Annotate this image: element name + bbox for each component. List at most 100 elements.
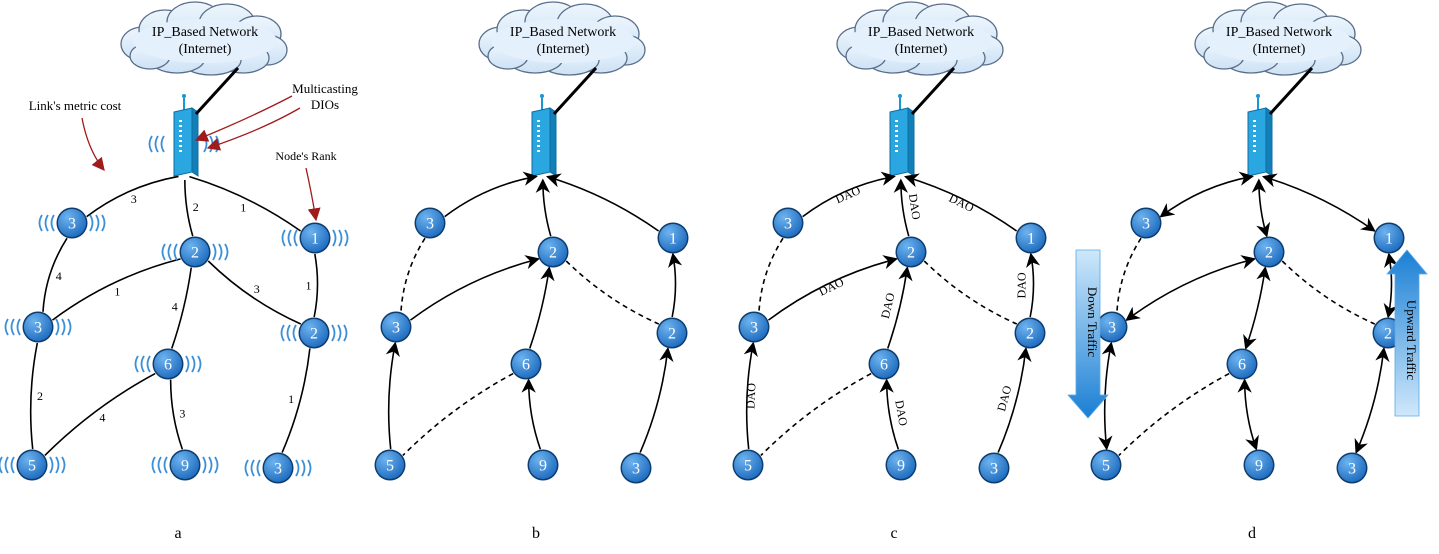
link-n2_mid-n3_bot-d bbox=[1354, 347, 1390, 454]
router-icon-a bbox=[148, 94, 220, 177]
annotation-arrow-node-rank bbox=[305, 167, 321, 222]
link-n2_top-n6-d bbox=[1243, 266, 1271, 350]
link-root-n1_top-a bbox=[189, 175, 302, 232]
node-n6-d: 6 bbox=[1226, 348, 1258, 380]
node-label-n3_top: 3 bbox=[68, 216, 76, 233]
node-n9-c: 9 bbox=[885, 449, 917, 481]
node-n3_bot-b: 3 bbox=[620, 452, 652, 484]
link-n6-n5-a bbox=[44, 372, 156, 457]
link-cost-root_n1: 1 bbox=[240, 200, 246, 214]
node-n3_bot-a: 3 bbox=[244, 452, 312, 484]
link-n6-n9-b bbox=[521, 378, 542, 450]
link-n2_top-n2_mid-b bbox=[565, 260, 660, 325]
cloud-c: IP_Based Network(Internet) bbox=[836, 1, 1004, 76]
node-n2_mid-b: 2 bbox=[656, 317, 688, 349]
node-label-n1_top: 1 bbox=[311, 231, 319, 248]
link-n6-n9-a bbox=[169, 379, 184, 450]
node-n6-a: 6 bbox=[134, 348, 202, 380]
link-n2_mid-n3_bot-c bbox=[997, 347, 1032, 453]
link-n3_mid-n5-a bbox=[29, 342, 39, 450]
node-label-n3_bot: 3 bbox=[632, 461, 640, 478]
annotation-arrow-link-cost bbox=[81, 117, 105, 172]
node-label-n3_mid: 3 bbox=[750, 320, 758, 337]
node-n3_mid-d: 3 bbox=[1096, 311, 1128, 343]
node-n9-d: 9 bbox=[1243, 449, 1275, 481]
internet-link-d bbox=[1268, 66, 1314, 116]
node-n3_top-d: 3 bbox=[1130, 207, 1162, 239]
node-label-n9: 9 bbox=[1255, 458, 1263, 475]
node-n2_top-a: 2 bbox=[161, 236, 229, 268]
node-n6-c: 6 bbox=[868, 348, 900, 380]
dao-label: DAO bbox=[878, 291, 898, 320]
node-n6-b: 6 bbox=[510, 348, 542, 380]
link-root-n3_top-d bbox=[1159, 171, 1254, 218]
node-label-n6: 6 bbox=[164, 357, 172, 374]
link-cost-root_n2: 2 bbox=[193, 200, 199, 214]
node-n2_top-c: 2 bbox=[895, 236, 927, 268]
node-label-n9: 9 bbox=[897, 458, 905, 475]
node-label-n3_top: 3 bbox=[426, 216, 434, 233]
node-n3_mid-b: 3 bbox=[380, 311, 412, 343]
cloud-title-line1: IP_Based Network bbox=[152, 25, 258, 40]
link-cost-root_n3: 3 bbox=[131, 192, 137, 206]
node-label-n5: 5 bbox=[744, 458, 752, 475]
link-n6-n9-c bbox=[879, 378, 900, 450]
node-n3_mid-a: 3 bbox=[4, 311, 72, 343]
link-n1_top-n2_mid-d bbox=[1383, 252, 1399, 319]
annotation-multicasting-line1: Multicasting bbox=[292, 81, 358, 96]
annotation-node-rank: Node's Rank bbox=[275, 149, 336, 163]
dao-label: DAO bbox=[906, 193, 924, 221]
link-n1_top-n2_mid-c bbox=[1026, 252, 1041, 318]
link-n6-n5-b bbox=[402, 372, 514, 457]
link-n1_top-n2_mid-b bbox=[668, 252, 683, 318]
dao-label: DAO bbox=[833, 183, 863, 206]
cloud-b: IP_Based Network(Internet) bbox=[478, 1, 646, 76]
link-n2_mid-n3_bot-a bbox=[281, 348, 311, 453]
link-n2_top-n6-c bbox=[886, 266, 913, 349]
cloud-title-line2: (Internet) bbox=[1253, 42, 1306, 57]
node-label-n3_bot: 3 bbox=[990, 461, 998, 478]
cloud-title-line1: IP_Based Network bbox=[1226, 25, 1332, 40]
link-cost-n2_n3mid: 1 bbox=[114, 284, 120, 298]
node-label-n2_mid: 2 bbox=[668, 326, 676, 343]
dao-label: DAO bbox=[1014, 272, 1028, 298]
link-n2_top-n2_mid-c bbox=[923, 260, 1018, 325]
upward-traffic-label: Upward Traffic bbox=[1404, 300, 1419, 381]
node-label-n6: 6 bbox=[522, 357, 530, 374]
node-label-n1_top: 1 bbox=[1385, 231, 1393, 248]
link-n1_top-n2_mid-a bbox=[313, 253, 319, 318]
node-label-n3_mid: 3 bbox=[392, 320, 400, 337]
dao-label: DAO bbox=[994, 384, 1014, 413]
link-root-n3_top-c bbox=[802, 171, 896, 218]
node-n3_mid-c: 3 bbox=[738, 311, 770, 343]
node-label-n3_mid: 3 bbox=[1108, 320, 1116, 337]
node-label-n2_top: 2 bbox=[549, 245, 557, 262]
cloud-title-line2: (Internet) bbox=[895, 42, 948, 57]
dao-label: DAO bbox=[892, 399, 910, 427]
node-n3_top-c: 3 bbox=[772, 207, 804, 239]
node-label-n3_bot: 3 bbox=[1348, 461, 1356, 478]
node-label-n9: 9 bbox=[181, 458, 189, 475]
link-n3_mid-n5-c bbox=[743, 341, 758, 450]
cloud-title-line1: IP_Based Network bbox=[510, 25, 616, 40]
link-n3_mid-n5-b bbox=[385, 341, 400, 450]
annotation-multicasting-line2: DIOs bbox=[311, 97, 339, 112]
internet-link-c bbox=[910, 66, 956, 116]
node-label-n5: 5 bbox=[28, 458, 36, 475]
link-n3_top-n3_mid-b bbox=[400, 237, 426, 312]
link-n2_top-n3_mid-b bbox=[409, 255, 540, 321]
router-icon-b bbox=[531, 94, 557, 177]
node-label-n1_top: 1 bbox=[669, 231, 677, 248]
node-label-n6: 6 bbox=[880, 357, 888, 374]
node-label-n3_top: 3 bbox=[784, 216, 792, 233]
node-n2_mid-a: 2 bbox=[280, 317, 348, 349]
link-root-n2_top-c bbox=[893, 178, 910, 237]
down-traffic-label: Down Traffic bbox=[1085, 287, 1100, 357]
annotation-link-metric-cost: Link's metric cost bbox=[29, 98, 122, 113]
node-label-n3_mid: 3 bbox=[34, 320, 42, 337]
node-n9-b: 9 bbox=[527, 449, 559, 481]
node-n2_mid-c: 2 bbox=[1014, 317, 1046, 349]
link-n6-n5-c bbox=[760, 372, 872, 457]
node-label-n9: 9 bbox=[539, 458, 547, 475]
link-n3_top-n3_mid-a bbox=[42, 237, 68, 312]
